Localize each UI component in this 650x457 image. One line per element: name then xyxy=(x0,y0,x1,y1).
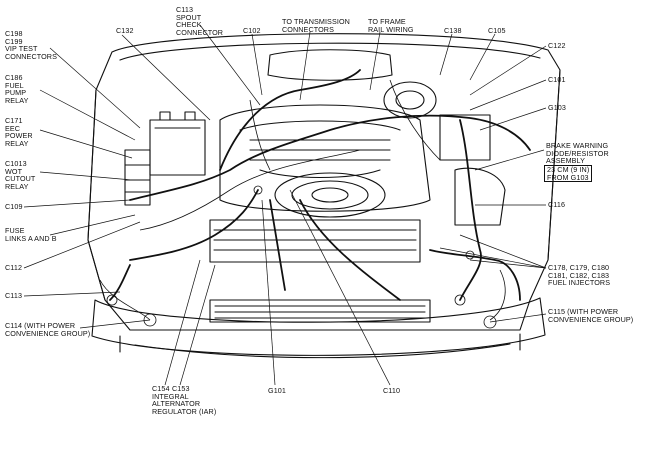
label-c113: C113 xyxy=(5,291,23,300)
label-brake-warning-measurement: 23 CM (9 IN)FROM G103 xyxy=(544,165,593,183)
label-c122: C122 xyxy=(548,41,566,50)
front-bumper xyxy=(91,297,546,356)
label-g103: G103 xyxy=(548,103,566,112)
radiator xyxy=(209,219,421,263)
label-c116: C116 xyxy=(548,200,566,209)
label-c101: C101 xyxy=(548,75,566,84)
engine-block xyxy=(219,104,431,212)
label-c102: C102 xyxy=(243,26,261,35)
label-c112: C112 xyxy=(5,263,23,272)
label-c110: C110 xyxy=(383,386,401,395)
fender-outline xyxy=(87,33,561,331)
label-c138: C138 xyxy=(444,26,462,35)
label-c105: C105 xyxy=(488,26,506,35)
leader-lines xyxy=(23,24,547,386)
main-harness xyxy=(129,114,531,201)
label-c109: C109 xyxy=(5,202,23,211)
label-g101: G101 xyxy=(268,386,286,395)
label-c153: C153 xyxy=(172,384,190,393)
label-c132: C132 xyxy=(116,26,134,35)
